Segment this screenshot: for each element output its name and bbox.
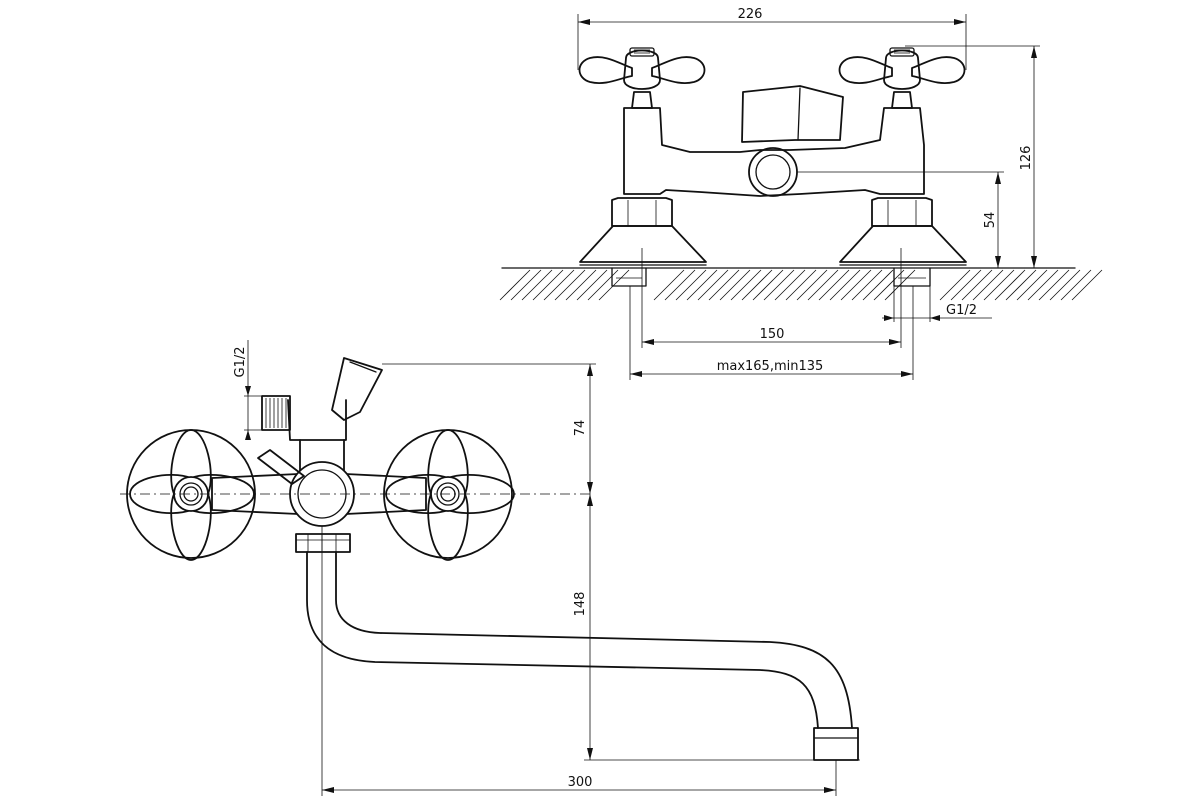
hatch-line: [730, 269, 762, 301]
hatch-line: [532, 269, 564, 301]
hatch-line: [983, 269, 1015, 301]
hatch-line: [884, 269, 916, 301]
dim-upper-label: 74: [573, 420, 588, 437]
wall-hatching: [499, 269, 1103, 301]
spout-nut: [295, 533, 351, 553]
dim-spout-length: 300: [321, 526, 837, 796]
hatch-line: [862, 269, 894, 301]
hatch-line: [873, 269, 905, 301]
hatch-line: [1049, 269, 1081, 301]
hatch-line: [1016, 269, 1048, 301]
dim-center-distance-label: 150: [760, 327, 785, 342]
dim-lower-label: 148: [573, 592, 588, 617]
hatch-line: [598, 269, 630, 301]
dim-height: 126: [905, 45, 1040, 268]
hatch-line: [763, 269, 795, 301]
hatch-line: [994, 269, 1026, 301]
dim-height-label: 126: [1019, 146, 1034, 171]
thread-top-label: G1/2: [946, 303, 977, 318]
mixer-body: [623, 85, 925, 197]
shower-outlet-thread: [265, 398, 287, 428]
hatch-line: [554, 269, 586, 301]
wall-surface: [499, 267, 1103, 301]
hatch-line: [796, 269, 828, 301]
mixer-body-front: [211, 357, 427, 527]
dim-adjust-range-label: max165,min135: [717, 359, 824, 374]
dim-outlet-height: 54: [797, 171, 1004, 268]
hatch-line: [1060, 269, 1092, 301]
left-handle-front: [129, 429, 255, 561]
dim-upper: 74: [382, 363, 596, 494]
right-escutcheon: [839, 197, 967, 287]
hatch-line: [708, 269, 740, 301]
hatch-line: [774, 269, 806, 301]
hatch-line: [1027, 269, 1059, 301]
hatch-line: [510, 269, 542, 301]
hatch-line: [664, 269, 696, 301]
hatch-line: [851, 269, 883, 301]
hatch-line: [675, 269, 707, 301]
thread-callout-front: G1/2: [233, 340, 266, 440]
front-view: G1/2 74 148 300: [120, 340, 860, 796]
hatch-line: [829, 269, 861, 301]
dim-center-distance: 150: [641, 248, 902, 348]
hatch-line: [972, 269, 1004, 301]
hatch-line: [1071, 269, 1103, 301]
top-view: 226 126 54 150: [499, 7, 1103, 380]
hatch-line: [1005, 269, 1037, 301]
right-cross-handle: [838, 47, 966, 109]
thread-front-label: G1/2: [233, 347, 248, 378]
dim-width: 226: [577, 7, 967, 70]
hatch-line: [653, 269, 685, 301]
dim-lower: 148: [573, 494, 860, 761]
hatch-line: [818, 269, 850, 301]
dim-spout-length-label: 300: [568, 775, 593, 790]
hatch-line: [752, 269, 784, 301]
left-escutcheon: [579, 197, 707, 287]
hatch-line: [961, 269, 993, 301]
left-cross-handle: [578, 47, 706, 109]
dim-adjust-range: max165,min135: [629, 286, 914, 380]
hatch-line: [719, 269, 751, 301]
hatch-line: [697, 269, 729, 301]
hatch-line: [565, 269, 597, 301]
hatch-line: [499, 269, 531, 301]
hatch-line: [576, 269, 608, 301]
hatch-line: [785, 269, 817, 301]
thread-callout-top: G1/2: [882, 286, 992, 322]
hatch-line: [840, 269, 872, 301]
hatch-line: [521, 269, 553, 301]
spout: [306, 551, 859, 761]
hatch-line: [587, 269, 619, 301]
hatch-line: [950, 269, 982, 301]
dim-width-label: 226: [738, 7, 763, 22]
hatch-line: [543, 269, 575, 301]
hatch-line: [686, 269, 718, 301]
hatch-line: [807, 269, 839, 301]
hatch-line: [939, 269, 971, 301]
dim-outlet-height-label: 54: [983, 212, 998, 229]
hatch-line: [1038, 269, 1070, 301]
hatch-line: [741, 269, 773, 301]
